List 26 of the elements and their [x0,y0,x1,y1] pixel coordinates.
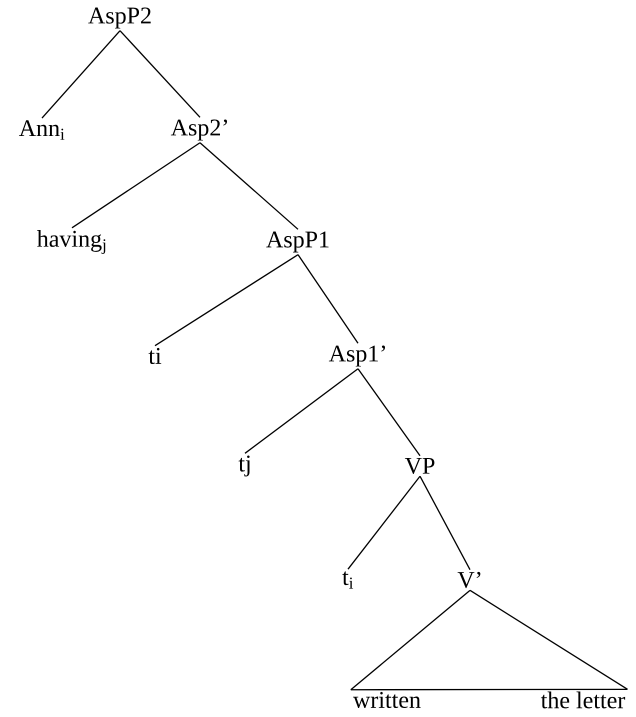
branch-line [72,142,200,228]
tree-label: t$_{i}$ [342,571,354,589]
branch-line [154,254,298,346]
branch-line [350,688,628,690]
tree-label: Asp2’ [170,119,227,141]
tree-label: tj [238,456,250,476]
tree-label: the letter [540,692,626,708]
branch-line [120,30,200,118]
branch-line [347,476,421,570]
tree-label: Ann$_{i}$ [18,120,64,140]
branch-line [244,368,358,454]
tree-label: having$_{j}$ [37,230,106,254]
tree-label: written [353,692,421,708]
tree-label: V’ [458,572,480,588]
branch-line [200,142,298,230]
branch-line [350,590,470,690]
tree-label: VP [404,458,434,474]
branch-line [470,590,628,690]
tree-label: AspP2 [88,8,151,28]
branch-line [297,254,359,344]
branch-line [357,368,421,456]
branch-line [419,476,471,570]
branch-line [42,30,120,118]
tree-label: Asp1’ [328,345,385,367]
tree-label: ti [148,348,162,364]
tree-label: AspP1 [266,232,329,252]
